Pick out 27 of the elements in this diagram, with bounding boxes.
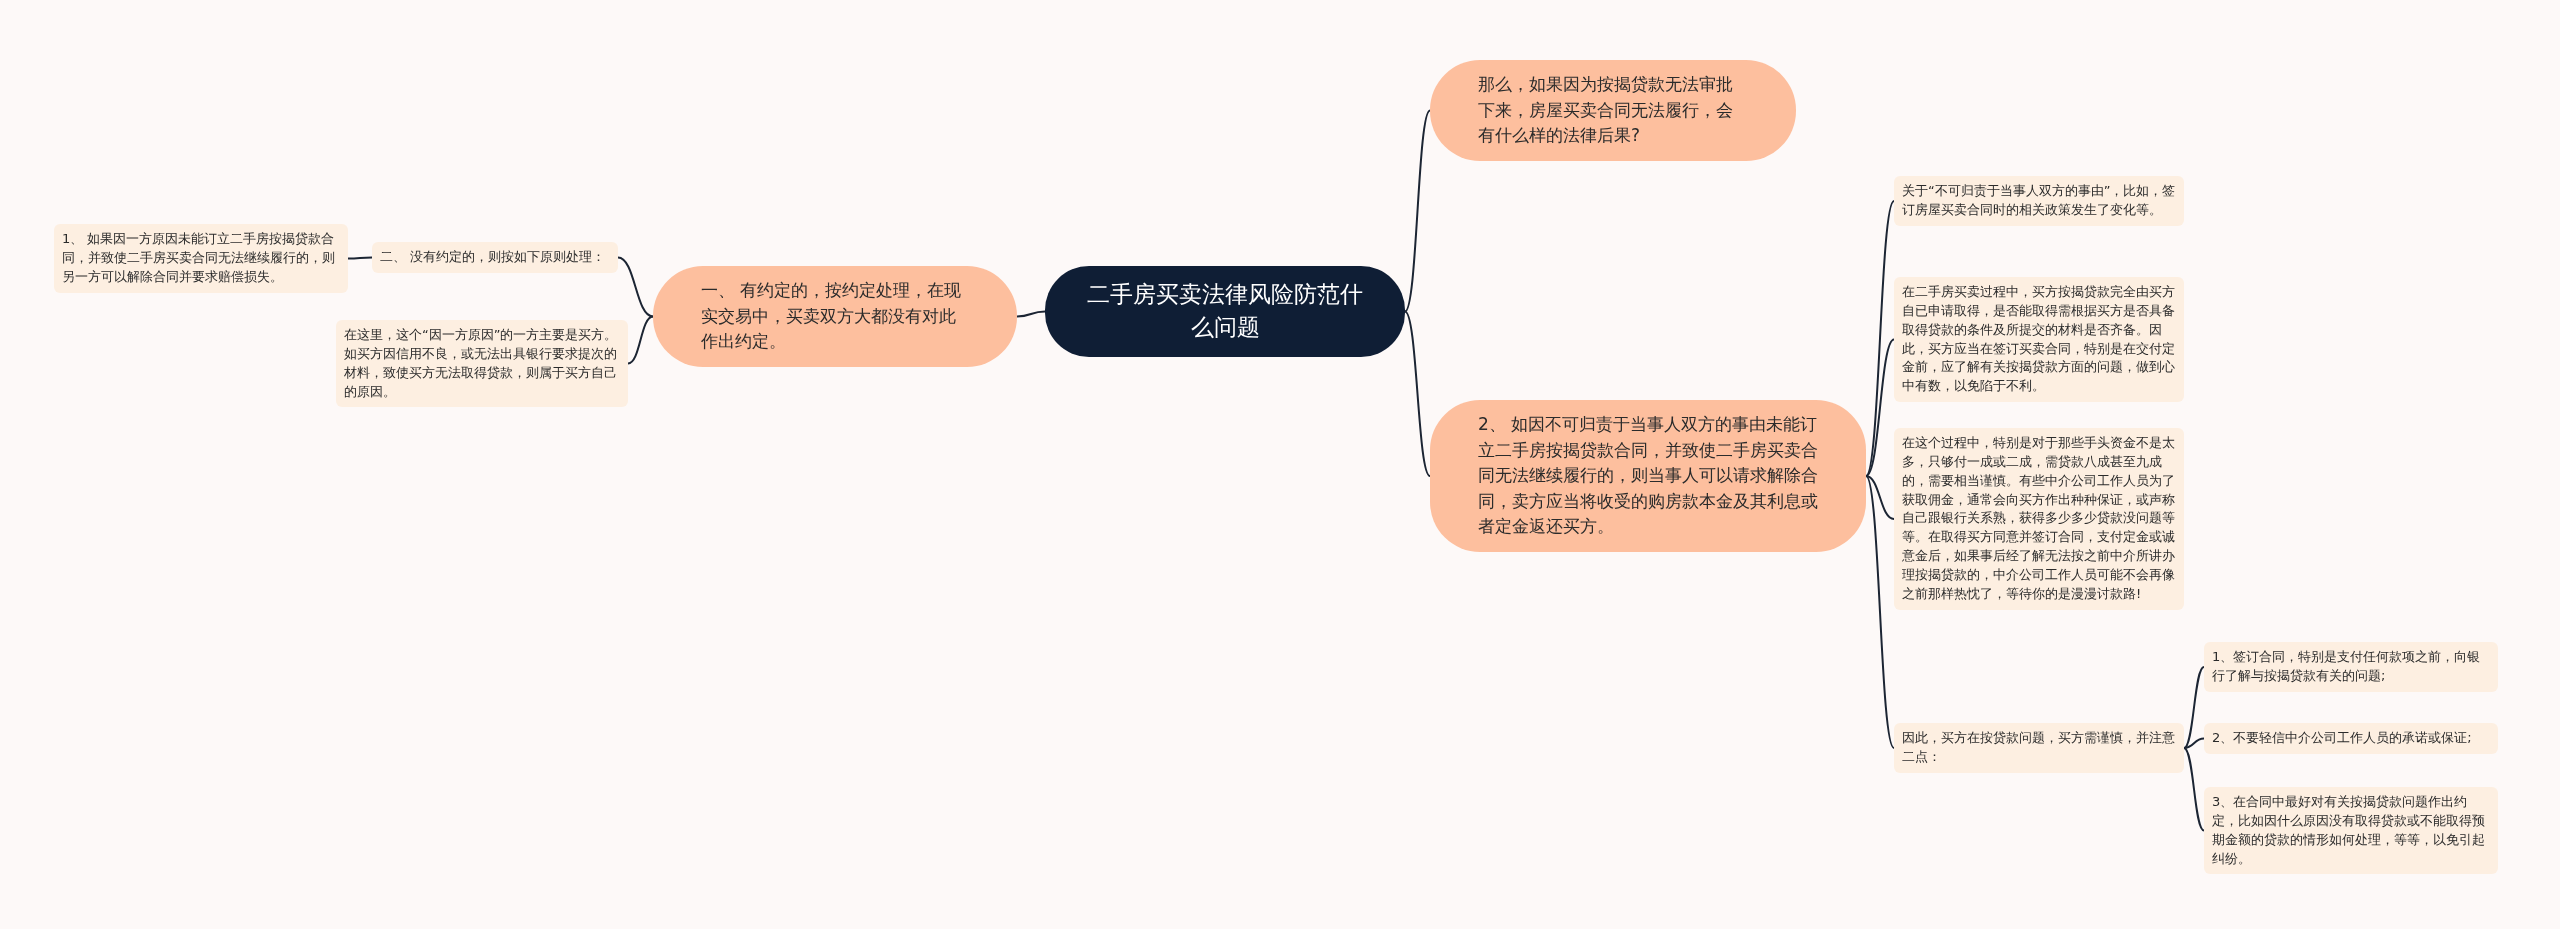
topic-node: 那么，如果因为按揭贷款无法审批下来，房屋买卖合同无法履行，会有什么样的法律后果? — [1430, 60, 1796, 161]
topic-node: 一、 有约定的，按约定处理，在现实交易中，买卖双方大都没有对此作出约定。 — [653, 266, 1017, 367]
connector-line — [2183, 747, 2205, 832]
note-node: 1、签订合同，特别是支付任何款项之前，向银行了解与按揭贷款有关的问题; — [2204, 642, 2498, 692]
connector-line — [1865, 200, 1895, 477]
note-node: 二、 没有约定的，则按如下原则处理： — [372, 242, 618, 273]
connector-line — [1865, 475, 1895, 749]
central-topic-node: 二手房买卖法律风险防范什么问题 — [1045, 266, 1405, 357]
note-node: 2、不要轻信中介公司工作人员的承诺或保证; — [2204, 723, 2498, 754]
topic-node: 2、 如因不可归责于当事人双方的事由未能订立二手房按揭贷款合同，并致使二手房买卖合同无法继续履行的，则当事人可以请求解除合同，卖方应当将收受的购房款本金及其利息或者定金返还买方。 — [1430, 400, 1866, 552]
connector-line — [1404, 109, 1431, 313]
connector-line — [1404, 310, 1431, 477]
note-node: 3、在合同中最好对有关按揭贷款问题作出约定，比如因什么原因没有取得贷款或不能取得预期金额的贷款的情形如何处理，等等，以免引起纠纷。 — [2204, 787, 2498, 875]
note-node: 1、 如果因一方原因未能订立二手房按揭贷款合同，并致使二手房买卖合同无法继续履行的，则另一方可以解除合同并要求赔偿损失。 — [54, 224, 348, 293]
connector-line — [1865, 338, 1895, 477]
connector-line — [347, 256, 373, 260]
connector-line — [617, 256, 654, 318]
connector-line — [2183, 666, 2205, 749]
connector-line — [627, 315, 654, 365]
note-node: 关于“不可归责于当事人双方的事由”，比如，签订房屋买卖合同时的相关政策发生了变化等。 — [1894, 176, 2184, 226]
connector-line — [1016, 310, 1046, 318]
connector-line — [1865, 475, 1895, 520]
note-node: 在这个过程中，特别是对于那些手头资金不是太多，只够付一成或二成，需贷款八成甚至九成的，需要相当谨慎。有些中介公司工作人员为了获取佣金，通常会向买方作出种种保证，或声称自己跟银行关系熟，获得多少多少贷款没问题等等。在取得买方同意并签订合同，支付定金或诚意金后，如果事后经了解无法按之前中介所讲办理按揭贷款的，中介公司工作人员可能不会再像之前那样热忱了，等待你的是漫漫讨款路! — [1894, 428, 2184, 610]
note-node: 因此，买方在按贷款问题，买方需谨慎，并注意二点： — [1894, 723, 2184, 773]
connector-line — [2183, 737, 2205, 749]
note-node: 在这里，这个“因一方原因”的一方主要是买方。如买方因信用不良，或无法出具银行要求提次的材料，致使买方无法取得贷款，则属于买方自己的原因。 — [336, 320, 628, 408]
note-node: 在二手房买卖过程中，买方按揭贷款完全由买方自已申请取得，是否能取得需根据买方是否具备取得贷款的条件及所提交的材料是否齐备。因此，买方应当在签订买卖合同，特别是在交付定金前，应了解有关按揭贷款方面的问题，做到心中有数，以免陷于不利。 — [1894, 277, 2184, 403]
